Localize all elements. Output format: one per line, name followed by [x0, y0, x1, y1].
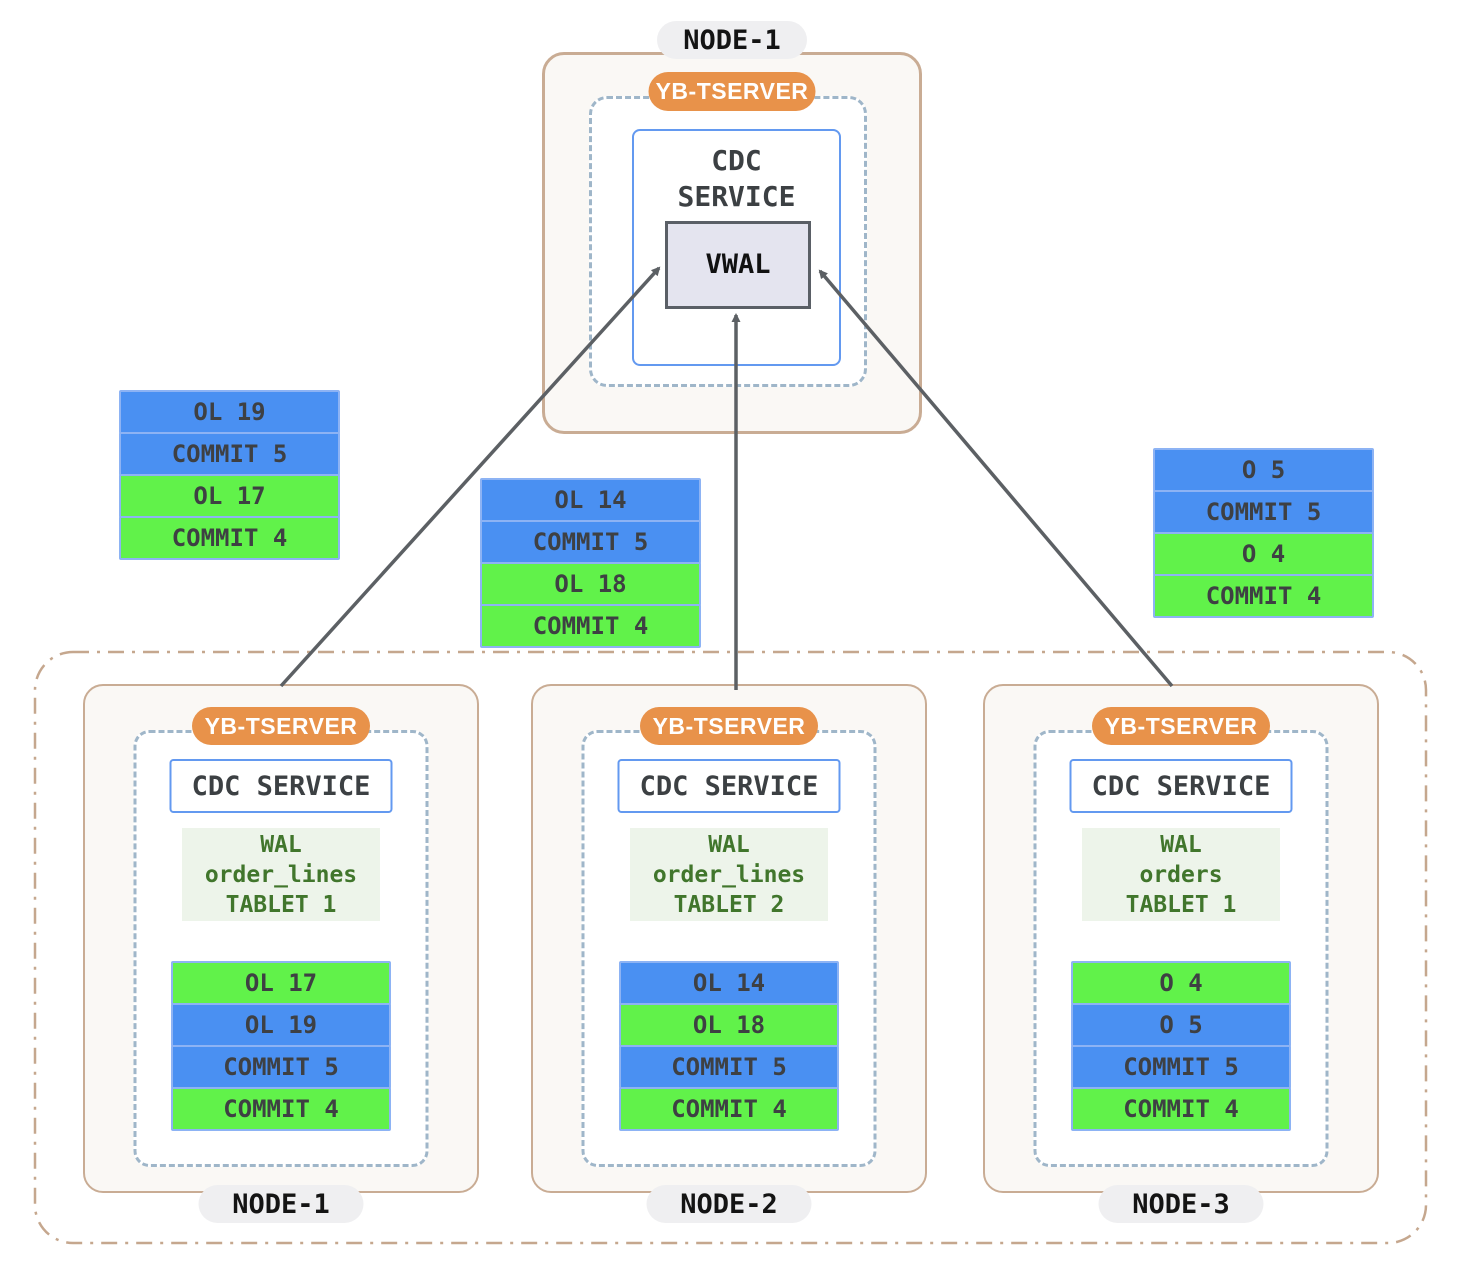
node3-yb-tserver-badge: YB-TSERVER [1092, 707, 1270, 745]
cdc-service-label-line1: CDC [711, 144, 762, 177]
node1-yb-tserver-badge: YB-TSERVER [192, 707, 370, 745]
wal-table-label: order_lines [204, 862, 358, 888]
wal-record: COMMIT 5 [119, 432, 340, 476]
wal-record: COMMIT 4 [1071, 1087, 1291, 1131]
wal-records-stack-node3: O 5 COMMIT 5 O 4 COMMIT 4 [1153, 448, 1374, 618]
wal-record: COMMIT 5 [171, 1045, 391, 1089]
cluster-node-1-box: CDC SERVICE WAL order_lines TABLET 1 OL … [83, 684, 479, 1223]
wal-record: COMMIT 4 [119, 516, 340, 560]
wal-record: O 5 [1071, 1003, 1291, 1047]
vwal-box: VWAL [665, 221, 811, 309]
top-cdc-service-box: CDC SERVICE VWAL [632, 129, 841, 366]
wal-table-label: orders [1139, 862, 1223, 888]
wal-records-stack-node2: OL 14 COMMIT 5 OL 18 COMMIT 4 [480, 478, 701, 648]
node2-wal-records: OL 14 OL 18 COMMIT 5 COMMIT 4 [619, 961, 839, 1131]
wal-record: COMMIT 4 [1153, 574, 1374, 618]
wal-label: WAL [1160, 832, 1202, 858]
wal-records-stack-node1: OL 19 COMMIT 5 OL 17 COMMIT 4 [119, 390, 340, 560]
wal-record: OL 18 [480, 562, 701, 606]
wal-record: OL 17 [171, 961, 391, 1005]
cluster-node-3-box: CDC SERVICE WAL orders TABLET 1 O 4 O 5 … [983, 684, 1379, 1223]
wal-record: OL 14 [619, 961, 839, 1005]
node1-wal-records: OL 17 OL 19 COMMIT 5 COMMIT 4 [171, 961, 391, 1131]
node3-wal-records: O 4 O 5 COMMIT 5 COMMIT 4 [1071, 961, 1291, 1131]
wal-record: COMMIT 5 [480, 520, 701, 564]
node2-label: NODE-2 [646, 1185, 812, 1223]
wal-record: COMMIT 4 [171, 1087, 391, 1131]
node2-wal-tablet-box: WAL order_lines TABLET 2 [630, 828, 828, 921]
wal-record: COMMIT 5 [1071, 1045, 1291, 1089]
wal-record: OL 14 [480, 478, 701, 522]
node3-wal-tablet-box: WAL orders TABLET 1 [1082, 828, 1280, 921]
node1-label: NODE-1 [198, 1185, 364, 1223]
wal-record: COMMIT 4 [619, 1087, 839, 1131]
top-tserver-boundary: CDC SERVICE VWAL [589, 96, 867, 387]
node1-cdc-service-box: CDC SERVICE [169, 759, 393, 813]
wal-record: OL 19 [119, 390, 340, 434]
wal-record: COMMIT 5 [1153, 490, 1374, 534]
node3-label: NODE-3 [1098, 1185, 1264, 1223]
top-yb-tserver-badge: YB-TSERVER [648, 72, 816, 111]
wal-table-label: order_lines [652, 862, 806, 888]
node1-wal-tablet-box: WAL order_lines TABLET 1 [182, 828, 380, 921]
wal-tablet-label: TABLET 1 [1125, 892, 1237, 918]
node2-yb-tserver-badge: YB-TSERVER [640, 707, 818, 745]
wal-record: OL 18 [619, 1003, 839, 1047]
wal-label: WAL [260, 832, 302, 858]
wal-tablet-label: TABLET 1 [225, 892, 337, 918]
wal-record: COMMIT 4 [480, 604, 701, 648]
wal-label: WAL [708, 832, 750, 858]
wal-record: O 4 [1153, 532, 1374, 576]
wal-tablet-label: TABLET 2 [673, 892, 785, 918]
wal-record: COMMIT 5 [619, 1045, 839, 1089]
cdc-service-label-line2: SERVICE [677, 180, 796, 213]
top-node-label: NODE-1 [657, 21, 807, 59]
wal-record: OL 17 [119, 474, 340, 518]
node2-cdc-service-box: CDC SERVICE [617, 759, 841, 813]
node3-cdc-service-box: CDC SERVICE [1069, 759, 1293, 813]
top-node-box: CDC SERVICE VWAL YB-TSERVER NODE-1 [542, 21, 922, 434]
wal-record: OL 19 [171, 1003, 391, 1047]
cluster-node-2-box: CDC SERVICE WAL order_lines TABLET 2 OL … [531, 684, 927, 1223]
wal-record: O 4 [1071, 961, 1291, 1005]
wal-record: O 5 [1153, 448, 1374, 492]
